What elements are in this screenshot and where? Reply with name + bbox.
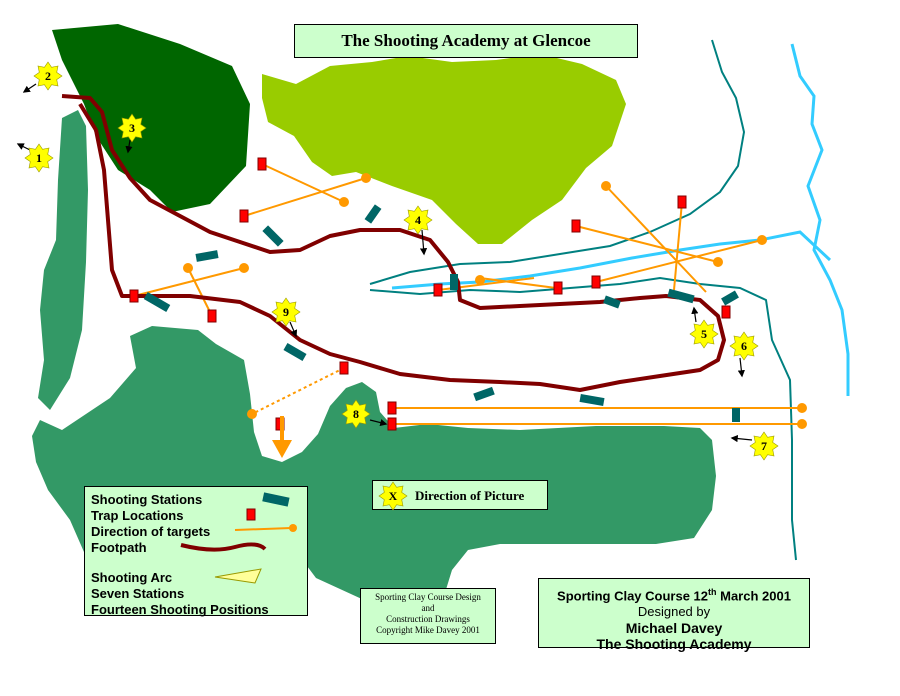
station-label: 2 bbox=[45, 69, 51, 83]
legend-seven-stations: Seven Stations bbox=[91, 586, 185, 601]
footpath-icon bbox=[180, 542, 267, 552]
yellow-star-icon bbox=[271, 297, 301, 327]
designed-by: Designed by bbox=[637, 604, 711, 620]
station-label: 8 bbox=[353, 407, 359, 421]
course-info-box: Sporting Clay Course 12th March 2001 Des… bbox=[538, 578, 810, 652]
dark-woodland-area bbox=[52, 24, 250, 212]
yellow-star-icon bbox=[33, 61, 63, 91]
station-star-4: 4 bbox=[403, 205, 433, 235]
map-title: The Shooting Academy at Glencoe bbox=[294, 24, 638, 58]
station-markers: 1 2 3 4 5 6 7 8 9 bbox=[24, 61, 779, 461]
station-label: 9 bbox=[283, 305, 289, 319]
station-star-1: 1 bbox=[24, 143, 54, 173]
yellow-star-icon bbox=[341, 399, 371, 429]
course-date-line: Sporting Clay Course 12th March 2001 bbox=[539, 584, 809, 604]
station-star-6: 6 bbox=[729, 331, 759, 361]
legend: Shooting Stations Trap Locations Directi… bbox=[84, 486, 308, 617]
legend-shooting-arc: Shooting Arc bbox=[91, 570, 173, 585]
shooting-station-icon bbox=[262, 492, 290, 507]
shooting-arc-icon bbox=[214, 568, 262, 584]
credits-line-1: Sporting Clay Course Design bbox=[375, 592, 481, 602]
picture-marker: X bbox=[378, 481, 408, 511]
river-teal-south bbox=[369, 276, 797, 561]
course-date: March 2001 bbox=[716, 588, 791, 604]
station-label: 6 bbox=[741, 339, 747, 353]
yellow-star-icon bbox=[117, 113, 147, 143]
station-star-9: 9 bbox=[271, 297, 301, 327]
yellow-star-icon bbox=[689, 319, 719, 349]
station-star-8: 8 bbox=[341, 399, 371, 429]
woodland-strip-west bbox=[38, 110, 88, 410]
station-label: 4 bbox=[415, 213, 421, 227]
organisation: The Shooting Academy bbox=[596, 636, 752, 653]
river-east bbox=[790, 43, 850, 396]
legend-fourteen-positions: Fourteen Shooting Positions bbox=[91, 602, 269, 617]
trap-locations bbox=[129, 157, 731, 431]
trap-icon bbox=[246, 508, 256, 521]
station-star-5: 5 bbox=[689, 319, 719, 349]
designer-name: Michael Davey bbox=[625, 620, 723, 637]
shooting-stations bbox=[143, 204, 740, 422]
legend-shooting-stations: Shooting Stations bbox=[91, 492, 203, 507]
station-star-3: 3 bbox=[117, 113, 147, 143]
station-label: 3 bbox=[129, 121, 135, 135]
picture-marker-label: X bbox=[389, 489, 398, 503]
credits-line-2: and bbox=[421, 603, 435, 613]
yellow-star-icon bbox=[729, 331, 759, 361]
stream-main bbox=[391, 230, 832, 290]
legend-footpath: Footpath bbox=[91, 540, 147, 555]
station-label: 1 bbox=[36, 151, 42, 165]
target-end-icon bbox=[289, 524, 297, 532]
legend-trap-locations: Trap Locations bbox=[91, 508, 184, 523]
credits-box: Sporting Clay Course Design and Construc… bbox=[360, 588, 496, 644]
station-arrows bbox=[16, 83, 753, 443]
yellow-star-icon bbox=[403, 205, 433, 235]
yellow-star-icon bbox=[24, 143, 54, 173]
target-lines bbox=[133, 163, 807, 429]
orange-arrow-icon bbox=[272, 416, 292, 458]
target-line-icon bbox=[234, 527, 292, 531]
direction-of-picture-label: Direction of Picture bbox=[415, 488, 525, 503]
station-star-2: 2 bbox=[33, 61, 63, 91]
footpath-north-loop bbox=[61, 94, 726, 392]
legend-direction-of-targets: Direction of targets bbox=[91, 524, 211, 539]
station-star-7: 7 bbox=[749, 431, 779, 461]
yellow-star-icon bbox=[749, 431, 779, 461]
station-label: 7 bbox=[761, 439, 767, 453]
course-title: Sporting Clay Course 12 bbox=[557, 588, 709, 604]
light-woodland-area bbox=[262, 54, 626, 244]
river-teal-north bbox=[369, 39, 746, 285]
credits-line-4: Copyright Mike Davey 2001 bbox=[376, 625, 480, 635]
yellow-star-icon bbox=[378, 481, 408, 511]
legend-swatches bbox=[180, 492, 297, 584]
date-ordinal: th bbox=[708, 587, 717, 597]
station-label: 5 bbox=[701, 327, 707, 341]
direction-of-picture-box: X Direction of Picture bbox=[372, 480, 548, 511]
credits-line-3: Construction Drawings bbox=[386, 614, 470, 624]
